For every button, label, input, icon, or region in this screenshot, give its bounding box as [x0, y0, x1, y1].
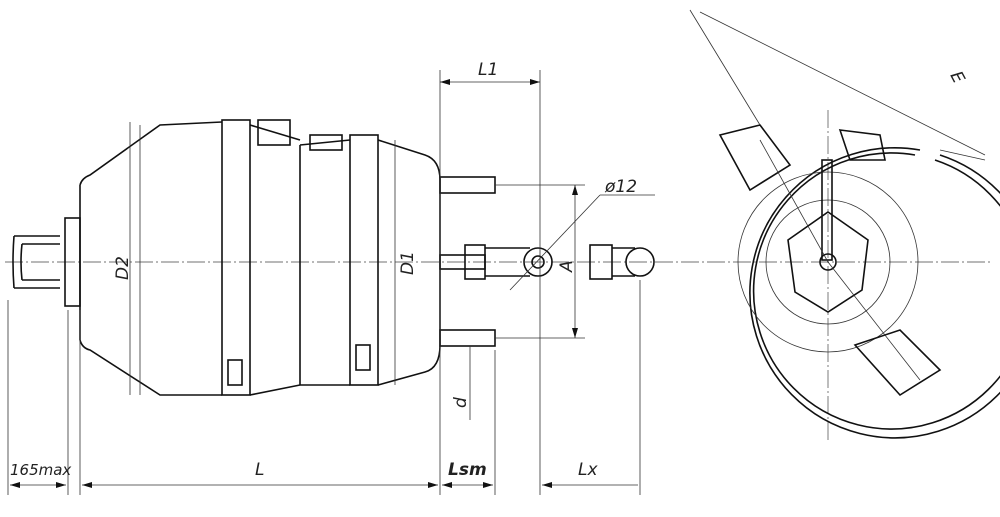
lock-nut — [464, 244, 486, 280]
clamp-band-1 — [221, 119, 251, 396]
spring-chamber-body — [249, 124, 301, 396]
dim-a: A — [557, 260, 577, 273]
dim-pin-diameter: ø12 — [604, 177, 637, 197]
bolt-axis-top — [759, 139, 829, 263]
clevis — [485, 247, 530, 277]
mount-stud-bottom — [439, 329, 496, 347]
breather-plug — [257, 119, 291, 146]
housing-circle — [737, 171, 919, 353]
dim-l: L — [255, 460, 264, 480]
dim-d: d — [451, 397, 471, 408]
port-line — [821, 159, 833, 261]
bolt-2 — [355, 344, 371, 371]
side-view — [12, 119, 655, 396]
outer-band — [749, 147, 1000, 439]
dim-l1: L1 — [478, 60, 498, 80]
dim-lsm: Lsm — [448, 460, 487, 480]
dim-e: E — [946, 68, 969, 87]
spring-chamber-cone — [79, 121, 223, 396]
port-plug — [309, 134, 343, 151]
bolt-axis-bottom — [827, 261, 921, 381]
bottom-clamp — [853, 329, 942, 397]
end-view — [718, 124, 1000, 439]
center-hub — [819, 253, 837, 271]
dim-d1: D1 — [398, 251, 418, 275]
top-clamp-left — [718, 124, 792, 192]
clevis-detached — [612, 247, 635, 277]
clamp-band-2 — [349, 134, 379, 386]
dim-lx: Lx — [578, 460, 598, 480]
clevis-eye-detached — [625, 247, 655, 277]
inner-circle — [765, 199, 891, 325]
bolt-1 — [227, 359, 243, 386]
clevis-eye — [523, 247, 553, 277]
dim-d2: D2 — [113, 256, 133, 280]
star-nut — [787, 211, 869, 313]
mount-stud-top — [439, 176, 496, 194]
dimension-lines — [7, 9, 986, 495]
outer-band-inner — [752, 152, 1000, 430]
clevis-pin — [531, 255, 545, 269]
clevis-nut-detached — [589, 244, 613, 280]
dim-165max: 165max — [10, 461, 71, 479]
service-chamber — [299, 139, 351, 386]
top-clamp-right — [838, 129, 886, 161]
release-bolt — [12, 235, 60, 289]
